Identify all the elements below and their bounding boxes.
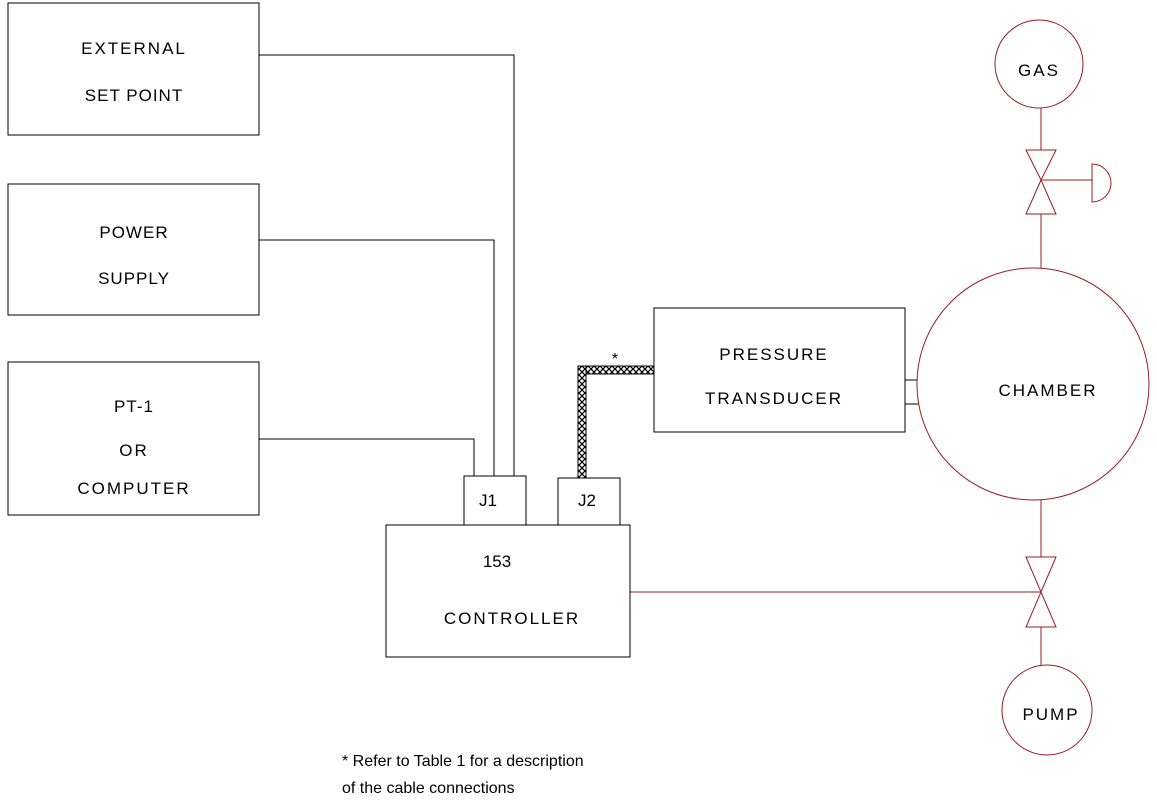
controller-block: 153 CONTROLLER xyxy=(385,524,631,658)
wire-power-supply-to-j1 xyxy=(259,239,495,476)
pump-valve-icon xyxy=(1025,556,1057,628)
gas-label: GAS xyxy=(1018,61,1060,80)
pt1-or-computer-block: PT-1 OR COMPUTER xyxy=(7,361,260,516)
chamber-vessel: CHAMBER xyxy=(916,267,1150,501)
footnote-line2: of the cable connections xyxy=(342,780,515,797)
connector-j1: J1 xyxy=(463,475,527,526)
cable-marker-asterisk: * xyxy=(612,351,618,368)
gas-valve-icon xyxy=(1025,149,1112,215)
power-supply-block: POWER SUPPLY xyxy=(7,183,260,316)
chamber-label: CHAMBER xyxy=(998,381,1097,400)
gas-source: GAS xyxy=(994,19,1084,109)
external-set-point-line1: EXTERNAL xyxy=(81,39,187,58)
or-line: OR xyxy=(119,441,149,460)
pressure-transducer-line2: TRANSDUCER xyxy=(705,389,843,408)
connector-j1-label: J1 xyxy=(479,491,497,510)
footnote: * Refer to Table 1 for a description of … xyxy=(342,753,584,797)
pressure-transducer-block: PRESSURE TRANSDUCER xyxy=(653,307,906,433)
wire-pt1-computer-to-j1 xyxy=(259,438,475,476)
pump: PUMP xyxy=(1001,664,1093,756)
pt1-line: PT-1 xyxy=(114,397,154,416)
wire-external-set-point-to-j1 xyxy=(259,54,515,476)
power-supply-line1: POWER xyxy=(99,223,168,242)
connector-j2: J2 xyxy=(557,477,621,526)
external-set-point-line2: SET POINT xyxy=(85,86,183,105)
computer-line: COMPUTER xyxy=(77,479,190,498)
power-supply-line2: SUPPLY xyxy=(98,269,170,288)
pressure-transducer-line1: PRESSURE xyxy=(719,345,829,364)
connector-j2-label: J2 xyxy=(578,491,596,510)
footnote-line1: * Refer to Table 1 for a description xyxy=(342,753,584,770)
controller-model-number: 153 xyxy=(483,552,511,571)
external-set-point-block: EXTERNAL SET POINT xyxy=(7,2,260,136)
shielded-cable xyxy=(577,365,655,479)
controller-label: CONTROLLER xyxy=(444,609,580,628)
pump-label: PUMP xyxy=(1022,705,1079,724)
